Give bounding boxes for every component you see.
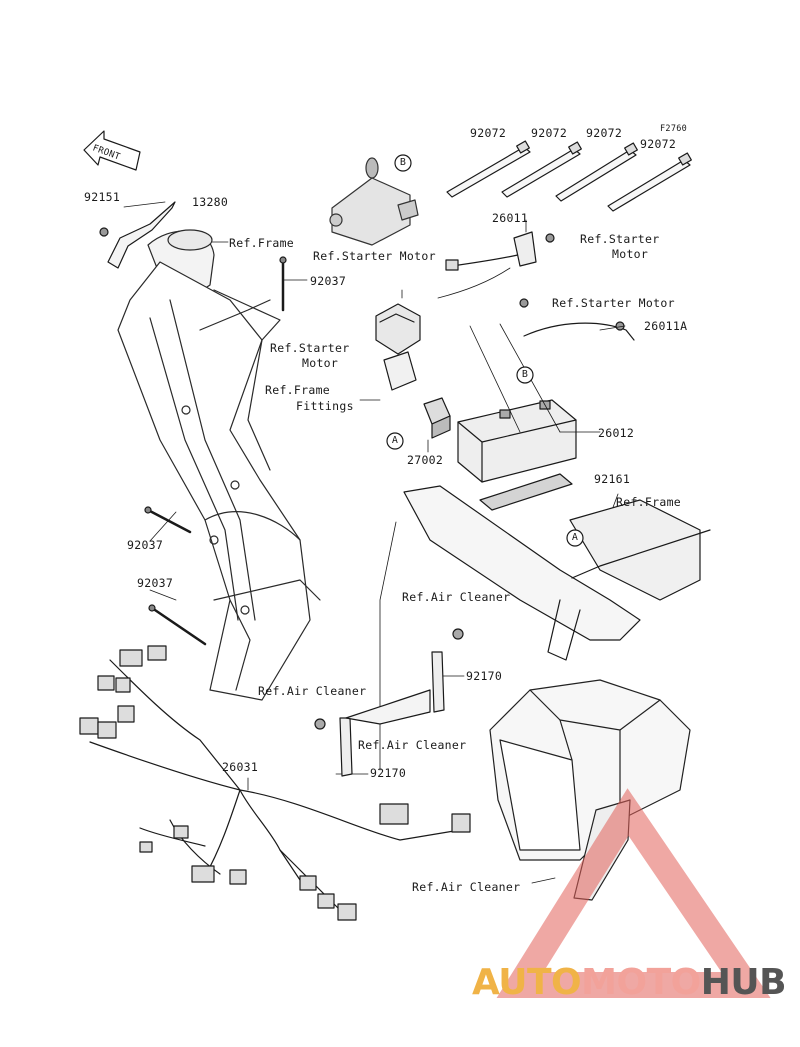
label-ref-frame-2: Ref.Frame	[265, 383, 331, 397]
cable-tie-92072-d	[607, 152, 692, 212]
watermark-logo-icon	[496, 788, 771, 998]
watermark-part-auto: AUTO	[472, 962, 582, 1003]
fuse-27002	[423, 397, 451, 439]
label-ref-air-1: Ref.Air Cleaner	[402, 590, 511, 604]
battery-26012	[457, 399, 577, 483]
leader-lines	[123, 201, 626, 884]
label-ref-air-3: Ref.Air Cleaner	[358, 738, 467, 752]
label-26011a: 26011A	[644, 319, 688, 333]
battery-pad-92161	[479, 473, 573, 511]
label-ref-air-4: Ref.Air Cleaner	[412, 880, 521, 894]
label-92072-b: 92072	[531, 126, 568, 140]
callout-circles	[386, 154, 584, 547]
starter-cable-26011	[445, 231, 555, 271]
figure-code: F2760	[660, 124, 688, 134]
motorcycle-frame	[117, 229, 321, 701]
callout-b-lower: B	[521, 369, 529, 380]
label-92037-b: 92037	[127, 538, 164, 552]
label-27002: 27002	[407, 453, 444, 467]
label-92151: 92151	[84, 190, 121, 204]
label-ref-starter-2a: Ref.Starter	[580, 232, 660, 246]
label-ref-air-2: Ref.Air Cleaner	[258, 684, 367, 698]
label-ref-frame-3: Ref.Frame	[616, 495, 682, 509]
label-92072-c: 92072	[586, 126, 623, 140]
label-ref-starter-2b: Motor	[612, 247, 649, 261]
callout-a-left: A	[391, 435, 399, 446]
label-26011: 26011	[492, 211, 529, 225]
starter-motor-ghost	[329, 157, 419, 246]
label-92072-d: 92072	[640, 137, 677, 151]
label-92037-c: 92037	[137, 576, 174, 590]
pin-92037-middle	[144, 506, 192, 534]
bracket-92170-upper	[431, 628, 464, 713]
label-ref-starter-3: Ref.Starter Motor	[552, 296, 675, 310]
starter-relay	[375, 303, 421, 391]
rear-subframe	[403, 485, 711, 661]
label-26031: 26031	[222, 760, 259, 774]
label-92072-a: 92072	[470, 126, 507, 140]
label-92037-a: 92037	[310, 274, 347, 288]
label-ref-starter-1: Ref.Starter Motor	[313, 249, 436, 263]
pin-92037-lower	[148, 604, 207, 646]
label-92161: 92161	[594, 472, 631, 486]
label-ref-starter-4a: Ref.Starter	[270, 341, 350, 355]
watermark-text: AUTOMOTOHUB	[472, 962, 787, 1003]
pin-92037-upper	[279, 256, 287, 312]
front-arrow-icon	[83, 130, 141, 171]
cable-tie-92072-a	[446, 140, 531, 198]
callout-b-upper: B	[399, 157, 407, 168]
label-26012: 26012	[598, 426, 635, 440]
watermark-part-hub: HUB	[700, 962, 787, 1003]
label-ref-starter-4b: Motor	[302, 356, 339, 370]
callout-a-right: A	[571, 532, 579, 543]
cable-tie-92072-c	[555, 142, 638, 202]
label-ref-frame-1: Ref.Frame	[229, 236, 295, 250]
battery-cable-26011a	[519, 298, 635, 341]
watermark-part-moto: MOTO	[581, 962, 701, 1003]
label-92170-a: 92170	[466, 669, 503, 683]
cable-tie-92072-b	[501, 141, 582, 198]
bracket-92170-lower	[314, 689, 431, 777]
label-fittings: Fittings	[296, 399, 354, 413]
label-13280: 13280	[192, 195, 229, 209]
wiring-harness-26031	[79, 645, 471, 921]
bracket-13280	[99, 201, 176, 269]
label-92170-b: 92170	[370, 766, 407, 780]
